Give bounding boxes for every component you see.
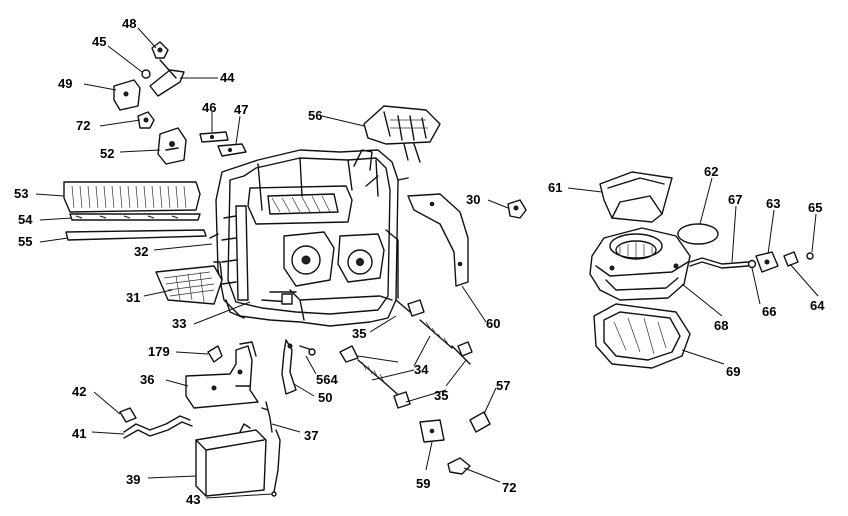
callout-60: 60 bbox=[486, 316, 500, 331]
callout-48: 48 bbox=[122, 16, 136, 31]
linkage-50 bbox=[281, 339, 316, 395]
callout-33: 33 bbox=[172, 316, 186, 331]
callout-65: 65 bbox=[808, 200, 822, 215]
tube-41 bbox=[123, 415, 193, 439]
callout-46: 46 bbox=[202, 100, 216, 115]
callout-55: 55 bbox=[18, 234, 32, 249]
callout-53: 53 bbox=[14, 186, 28, 201]
panel-53 bbox=[63, 181, 201, 213]
callout-43: 43 bbox=[186, 492, 200, 507]
callout-30: 30 bbox=[466, 192, 480, 207]
callout-42: 42 bbox=[72, 384, 86, 399]
switch-52 bbox=[157, 127, 187, 165]
callout-57: 57 bbox=[496, 378, 510, 393]
callout-31: 31 bbox=[126, 290, 140, 305]
clip-30 bbox=[507, 199, 527, 219]
callout-72-lower: 72 bbox=[502, 480, 516, 495]
callout-35-upper: 35 bbox=[352, 326, 366, 341]
plate-46 bbox=[199, 131, 229, 143]
plate-59 bbox=[419, 419, 445, 443]
callout-49: 49 bbox=[58, 76, 72, 91]
callout-labels: 48 45 49 44 46 47 72 52 53 54 55 32 31 3… bbox=[14, 16, 825, 507]
heater-housing bbox=[209, 149, 409, 327]
box-39 bbox=[195, 423, 267, 497]
callout-35-lower: 35 bbox=[434, 388, 448, 403]
callout-66: 66 bbox=[762, 304, 776, 319]
disc-62 bbox=[677, 223, 719, 245]
bracket-60 bbox=[407, 193, 469, 287]
blower-housing-68 bbox=[589, 227, 691, 301]
callout-68: 68 bbox=[714, 318, 728, 333]
callout-63: 63 bbox=[766, 196, 780, 211]
bracket-36 bbox=[185, 341, 259, 409]
screw-65 bbox=[806, 252, 814, 260]
bracket-49 bbox=[113, 79, 141, 111]
callout-47: 47 bbox=[234, 102, 248, 117]
fitting-42 bbox=[119, 407, 137, 423]
base-pan-69 bbox=[593, 303, 691, 369]
callout-56: 56 bbox=[308, 108, 322, 123]
callout-45: 45 bbox=[92, 34, 106, 49]
nut-66 bbox=[747, 259, 757, 269]
motor-56 bbox=[363, 105, 441, 163]
duct-61 bbox=[599, 171, 673, 223]
leader-lines bbox=[35, 27, 819, 499]
strip-55 bbox=[65, 229, 207, 241]
wire-37 bbox=[261, 401, 273, 433]
callout-61: 61 bbox=[548, 180, 562, 195]
callout-54: 54 bbox=[18, 212, 33, 227]
callout-69: 69 bbox=[726, 364, 740, 379]
callout-64: 64 bbox=[810, 298, 825, 313]
callout-39: 39 bbox=[126, 472, 140, 487]
clip-72-lower bbox=[447, 457, 471, 475]
callout-41: 41 bbox=[72, 426, 86, 441]
wire-43 bbox=[271, 429, 281, 497]
gasket-54 bbox=[69, 213, 201, 221]
callout-72-upper: 72 bbox=[76, 118, 90, 133]
callout-36: 36 bbox=[140, 372, 154, 387]
nut-45 bbox=[141, 69, 151, 79]
callout-32: 32 bbox=[134, 244, 148, 259]
actuator-63 bbox=[755, 251, 779, 273]
fitting-179 bbox=[207, 345, 223, 363]
actuator-rod-upper bbox=[395, 299, 473, 365]
filter-tray-31 bbox=[155, 261, 223, 305]
clip-72-upper bbox=[137, 111, 155, 129]
knob-48 bbox=[151, 41, 169, 59]
clip-57 bbox=[469, 411, 491, 433]
rod-67 bbox=[689, 257, 749, 269]
plate-47 bbox=[217, 143, 247, 157]
callout-37: 37 bbox=[304, 428, 318, 443]
fitting-64 bbox=[783, 251, 799, 267]
callout-67: 67 bbox=[728, 192, 742, 207]
callout-44: 44 bbox=[220, 70, 235, 85]
callout-59: 59 bbox=[416, 476, 430, 491]
lever-44 bbox=[149, 59, 185, 97]
callout-52: 52 bbox=[100, 146, 114, 161]
callout-179: 179 bbox=[148, 344, 170, 359]
callout-564: 564 bbox=[316, 372, 338, 387]
actuator-rod-lower bbox=[339, 345, 411, 409]
callout-34: 34 bbox=[414, 362, 429, 377]
callout-50: 50 bbox=[318, 390, 332, 405]
callout-62: 62 bbox=[704, 164, 718, 179]
